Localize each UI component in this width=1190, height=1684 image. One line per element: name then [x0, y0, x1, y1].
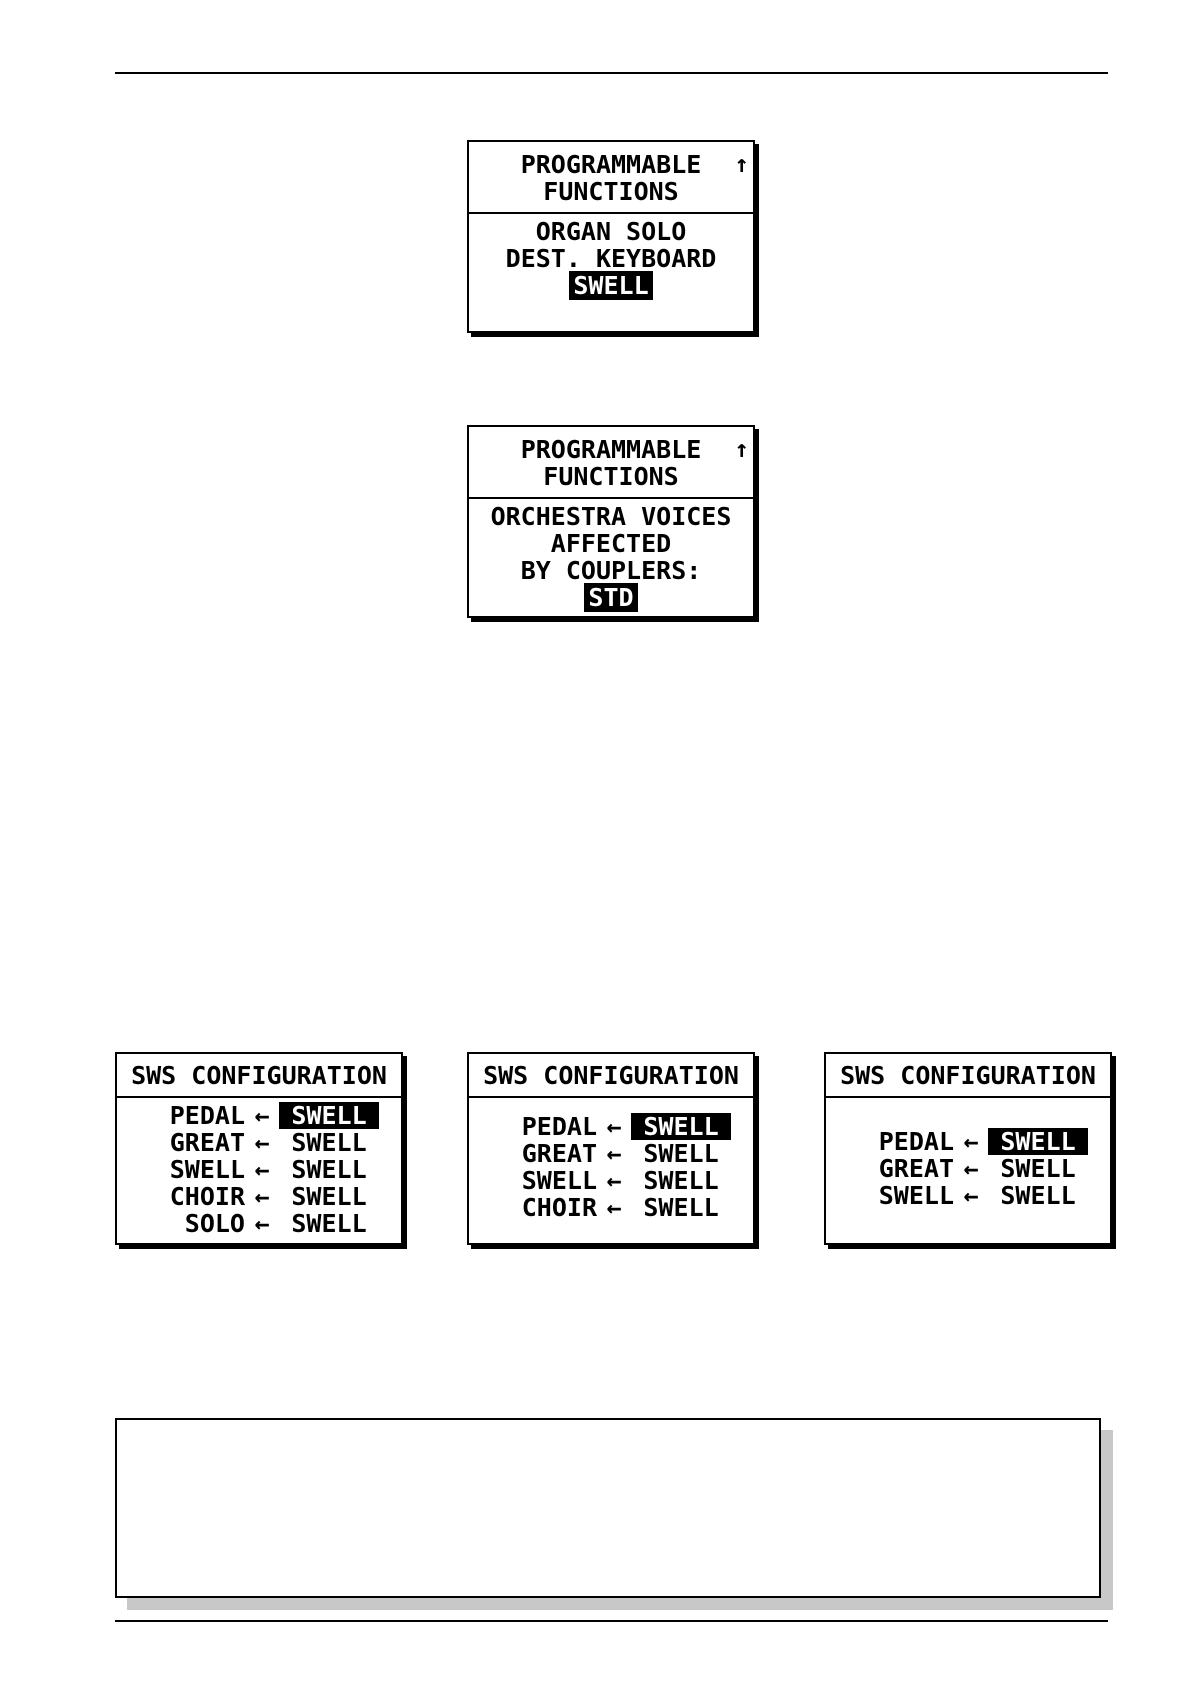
- sws-row-choir: CHOIR ← SWELL: [117, 1183, 401, 1210]
- up-arrow-icon: ↑: [734, 435, 749, 463]
- sws-source: GREAT: [878, 1154, 954, 1183]
- top-rule: [115, 72, 1108, 74]
- sws-dest: SWELL: [291, 1209, 367, 1238]
- sws-source: CHOIR: [521, 1193, 597, 1222]
- lcd-organ-solo-dest-keyboard: PROGRAMMABLE FUNCTIONS ↑ ORGAN SOLO DEST…: [467, 140, 755, 333]
- selected-value: SWELL: [569, 271, 653, 300]
- header-line: FUNCTIONS: [543, 177, 679, 206]
- sws-source: SWELL: [878, 1181, 954, 1210]
- sws-source: SOLO: [184, 1209, 245, 1238]
- sws-row-swell: SWELL ← SWELL: [117, 1156, 401, 1183]
- sws-title: SWS CONFIGURATION: [469, 1054, 753, 1098]
- sws-row-pedal: PEDAL ← SWELL: [826, 1128, 1110, 1155]
- left-arrow-icon: ←: [606, 1193, 622, 1222]
- header-line: FUNCTIONS: [543, 462, 679, 491]
- sws-row-choir: CHOIR ← SWELL: [469, 1194, 753, 1221]
- lcd-line: DEST. KEYBOARD: [505, 244, 717, 273]
- sws-row-swell: SWELL ← SWELL: [826, 1182, 1110, 1209]
- sws-title: SWS CONFIGURATION: [117, 1054, 401, 1098]
- sws-dest-selected: SWELL: [279, 1102, 379, 1129]
- lcd-body: ORCHESTRA VOICES AFFECTED BY COUPLERS: S…: [469, 499, 753, 612]
- sws-source: SWELL: [169, 1155, 245, 1184]
- sws-source: PEDAL: [521, 1112, 597, 1141]
- sws-dest: SWELL: [1000, 1181, 1076, 1210]
- left-arrow-icon: ←: [606, 1166, 622, 1195]
- lcd-body: ORGAN SOLO DEST. KEYBOARD SWELL: [469, 214, 753, 300]
- sws-source: GREAT: [521, 1139, 597, 1168]
- sws-dest: SWELL: [1000, 1154, 1076, 1183]
- header-line: PROGRAMMABLE: [520, 150, 702, 179]
- sws-dest-selected: SWELL: [988, 1128, 1088, 1155]
- lcd-line: ORCHESTRA VOICES: [490, 502, 732, 531]
- lcd-orchestra-voices-couplers: PROGRAMMABLE FUNCTIONS ↑ ORCHESTRA VOICE…: [467, 425, 755, 618]
- sws-dest: SWELL: [643, 1139, 719, 1168]
- sws-dest: SWELL: [643, 1193, 719, 1222]
- left-arrow-icon: ←: [606, 1139, 622, 1168]
- lcd-header: PROGRAMMABLE FUNCTIONS ↑: [469, 142, 753, 214]
- lcd-line: BY COUPLERS:: [520, 556, 702, 585]
- header-line: PROGRAMMABLE: [520, 435, 702, 464]
- sws-dest: SWELL: [291, 1155, 367, 1184]
- sws-source: GREAT: [169, 1128, 245, 1157]
- up-arrow-icon: ↑: [734, 150, 749, 178]
- sws-row-swell: SWELL ← SWELL: [469, 1167, 753, 1194]
- selected-value: STD: [584, 583, 638, 612]
- left-arrow-icon: ←: [254, 1128, 270, 1157]
- sws-row-great: GREAT ← SWELL: [117, 1129, 401, 1156]
- sws-source: CHOIR: [169, 1182, 245, 1211]
- sws-row-great: GREAT ← SWELL: [826, 1155, 1110, 1182]
- lcd-line: AFFECTED: [550, 529, 672, 558]
- sws-row-pedal: PEDAL ← SWELL: [117, 1102, 401, 1129]
- left-arrow-icon: ←: [963, 1181, 979, 1210]
- sws-source: PEDAL: [169, 1101, 245, 1130]
- lcd-line: ORGAN SOLO: [535, 217, 687, 246]
- left-arrow-icon: ←: [606, 1112, 622, 1141]
- left-arrow-icon: ←: [254, 1155, 270, 1184]
- note-box: [115, 1418, 1101, 1598]
- left-arrow-icon: ←: [963, 1154, 979, 1183]
- lcd-header: PROGRAMMABLE FUNCTIONS ↑: [469, 427, 753, 499]
- sws-dest: SWELL: [291, 1182, 367, 1211]
- sws-dest: SWELL: [643, 1166, 719, 1195]
- left-arrow-icon: ←: [254, 1182, 270, 1211]
- sws-source: PEDAL: [878, 1127, 954, 1156]
- sws-row-great: GREAT ← SWELL: [469, 1140, 753, 1167]
- left-arrow-icon: ←: [254, 1209, 270, 1238]
- left-arrow-icon: ←: [963, 1127, 979, 1156]
- sws-source: SWELL: [521, 1166, 597, 1195]
- sws-row-solo: SOLO ← SWELL: [117, 1210, 401, 1237]
- left-arrow-icon: ←: [254, 1101, 270, 1130]
- sws-title: SWS CONFIGURATION: [826, 1054, 1110, 1098]
- sws-row-pedal: PEDAL ← SWELL: [469, 1113, 753, 1140]
- sws-dest-selected: SWELL: [631, 1113, 731, 1140]
- sws-dest: SWELL: [291, 1128, 367, 1157]
- bottom-rule: [115, 1620, 1108, 1622]
